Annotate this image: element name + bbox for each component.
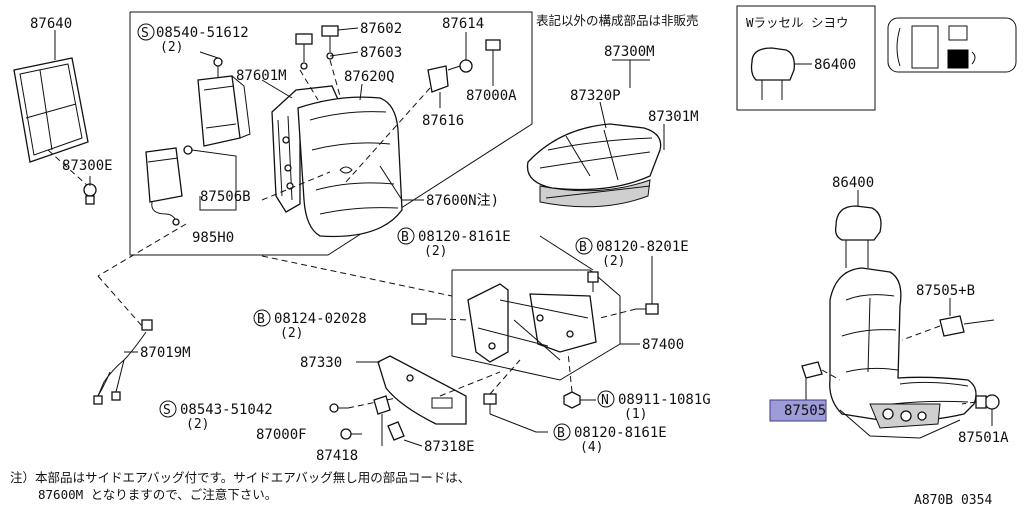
knob-87318e-drawing	[387, 421, 405, 441]
label-87505[interactable]: 87505	[784, 403, 826, 419]
bolt-08120-8201e-drawing	[636, 303, 659, 315]
label-bolt-08120-8161e-bottom[interactable]: 08120-8161E	[574, 425, 667, 441]
vehicle-seat-position-box	[887, 17, 1017, 73]
s-mark-top: S	[137, 23, 155, 41]
b-mark-bolt-a: B	[397, 227, 415, 245]
b-mark-bolt-a-letter: B	[401, 230, 409, 245]
label-87505b[interactable]: 87505+B	[916, 283, 975, 299]
s-mark-top-letter: S	[141, 26, 149, 41]
switch-87505b-drawing	[939, 315, 995, 337]
label-87330[interactable]: 87330	[300, 355, 342, 371]
label-87301m[interactable]: 87301M	[648, 109, 699, 125]
label-87320p[interactable]: 87320P	[570, 88, 621, 104]
lever-87616-drawing	[427, 65, 449, 108]
headrest-guide-drawing	[295, 25, 339, 70]
b-mark-bolt-c: B	[253, 309, 271, 327]
label-87000a[interactable]: 87000A	[466, 88, 517, 104]
label-screw-08543[interactable]: 08543-51042	[180, 402, 273, 418]
footnote-line-2: 87600M となりますので、ご注意下さい。	[38, 487, 277, 502]
clip-87300e-drawing	[83, 183, 97, 205]
label-nut-08911[interactable]: 08911-1081G	[618, 392, 711, 408]
label-screw-08543-qty: (2)	[186, 417, 209, 432]
label-87601m[interactable]: 87601M	[236, 68, 287, 84]
label-screw-08540[interactable]: 08540-51612	[156, 25, 249, 41]
label-87019m[interactable]: 87019M	[140, 345, 191, 361]
label-87616[interactable]: 87616	[422, 113, 464, 129]
label-bolt-08120-8161e-top[interactable]: 08120-8161E	[418, 229, 511, 245]
bolt-87000a-drawing	[485, 39, 501, 62]
label-87506b[interactable]: 87506B	[200, 189, 251, 205]
label-bolt-08124-qty: (2)	[280, 326, 303, 341]
label-nut-08911-qty: (1)	[624, 407, 647, 422]
label-87501a[interactable]: 87501A	[958, 430, 1009, 446]
label-87418[interactable]: 87418	[316, 448, 358, 464]
bolt-08120-8161e-bottom-drawing	[483, 393, 497, 414]
bolt-08120-8161e-top-drawing	[587, 271, 599, 292]
b-mark-bolt-d-letter: B	[557, 426, 565, 441]
headrest-box-title: Wラッセル シヨウ	[746, 15, 849, 30]
screw-08543-drawing	[329, 403, 348, 413]
side-cover-87330-drawing	[377, 355, 467, 425]
drawing-reference-code: A870B 0354	[914, 493, 992, 508]
label-86400-seat[interactable]: 86400	[832, 175, 874, 191]
label-bolt-08120-8201e-qty: (2)	[602, 254, 625, 269]
n-mark-nut-letter: N	[601, 393, 609, 408]
b-mark-bolt-d: B	[553, 423, 571, 441]
label-bolt-08124[interactable]: 08124-02028	[274, 311, 367, 327]
b-mark-bolt-b-letter: B	[579, 240, 587, 255]
label-87603[interactable]: 87603	[360, 45, 402, 61]
label-screw-08540-qty: (2)	[160, 40, 183, 55]
label-bolt-08120-8201e[interactable]: 08120-8201E	[596, 239, 689, 255]
seatback-group-outline	[129, 11, 533, 256]
seat-adjuster-drawing	[467, 283, 597, 363]
headrest-inset-drawing	[750, 47, 795, 100]
knob-87614-drawing	[447, 59, 473, 73]
b-mark-bolt-b: B	[575, 237, 593, 255]
headrest-inset-box	[736, 5, 876, 111]
selected-part-highlight[interactable]	[769, 399, 827, 422]
n-mark-nut: N	[597, 390, 615, 408]
label-87318e[interactable]: 87318E	[424, 439, 475, 455]
cap-87501a-drawing	[975, 394, 1000, 410]
headrest-86400-drawing	[834, 205, 882, 262]
switch-87505-drawing	[801, 361, 823, 379]
knob-87000f-drawing	[340, 428, 362, 440]
airbag-module-drawing	[197, 75, 251, 147]
panel-87640-drawing	[13, 57, 89, 163]
assembled-seat-drawing	[829, 267, 977, 439]
nut-08911-drawing	[563, 391, 581, 409]
footnote-line-1: 注）本部品はサイドエアバッグ付です。サイドエアバッグ無し用の部品コードは、	[10, 470, 470, 485]
label-87000f[interactable]: 87000F	[256, 427, 307, 443]
harness-87019m-drawing	[93, 319, 153, 405]
label-bolt-08120-8161e-bottom-qty: (4)	[580, 440, 603, 455]
vehicle-seat-position-icon	[896, 25, 976, 69]
cap-87418-drawing	[373, 395, 391, 415]
label-985h0[interactable]: 985H0	[192, 230, 234, 246]
label-87640[interactable]: 87640	[30, 16, 72, 32]
label-87600n[interactable]: 87600N注)	[426, 193, 499, 209]
bolt-08124-drawing	[411, 313, 440, 325]
label-87620q[interactable]: 87620Q	[344, 69, 395, 85]
side-airbag-87506b-drawing	[145, 147, 183, 226]
seat-cushion-drawing	[526, 123, 662, 208]
label-87300e[interactable]: 87300E	[62, 158, 113, 174]
label-87602[interactable]: 87602	[360, 21, 402, 37]
b-mark-bolt-c-letter: B	[257, 312, 265, 327]
s-mark-bottom: S	[159, 400, 177, 418]
s-mark-bottom-letter: S	[163, 403, 171, 418]
label-bolt-08120-8161e-top-qty: (2)	[424, 244, 447, 259]
label-87300m[interactable]: 87300M	[604, 44, 655, 60]
label-87614[interactable]: 87614	[442, 16, 484, 32]
label-87400[interactable]: 87400	[642, 337, 684, 353]
seatback-cushion-drawing	[297, 96, 403, 238]
screw-87506b-drawing	[183, 145, 193, 155]
label-86400-inset[interactable]: 86400	[814, 57, 856, 73]
screw-08540-drawing	[213, 57, 223, 78]
not-sold-note: 表記以外の構成部品は非販売	[536, 13, 699, 28]
